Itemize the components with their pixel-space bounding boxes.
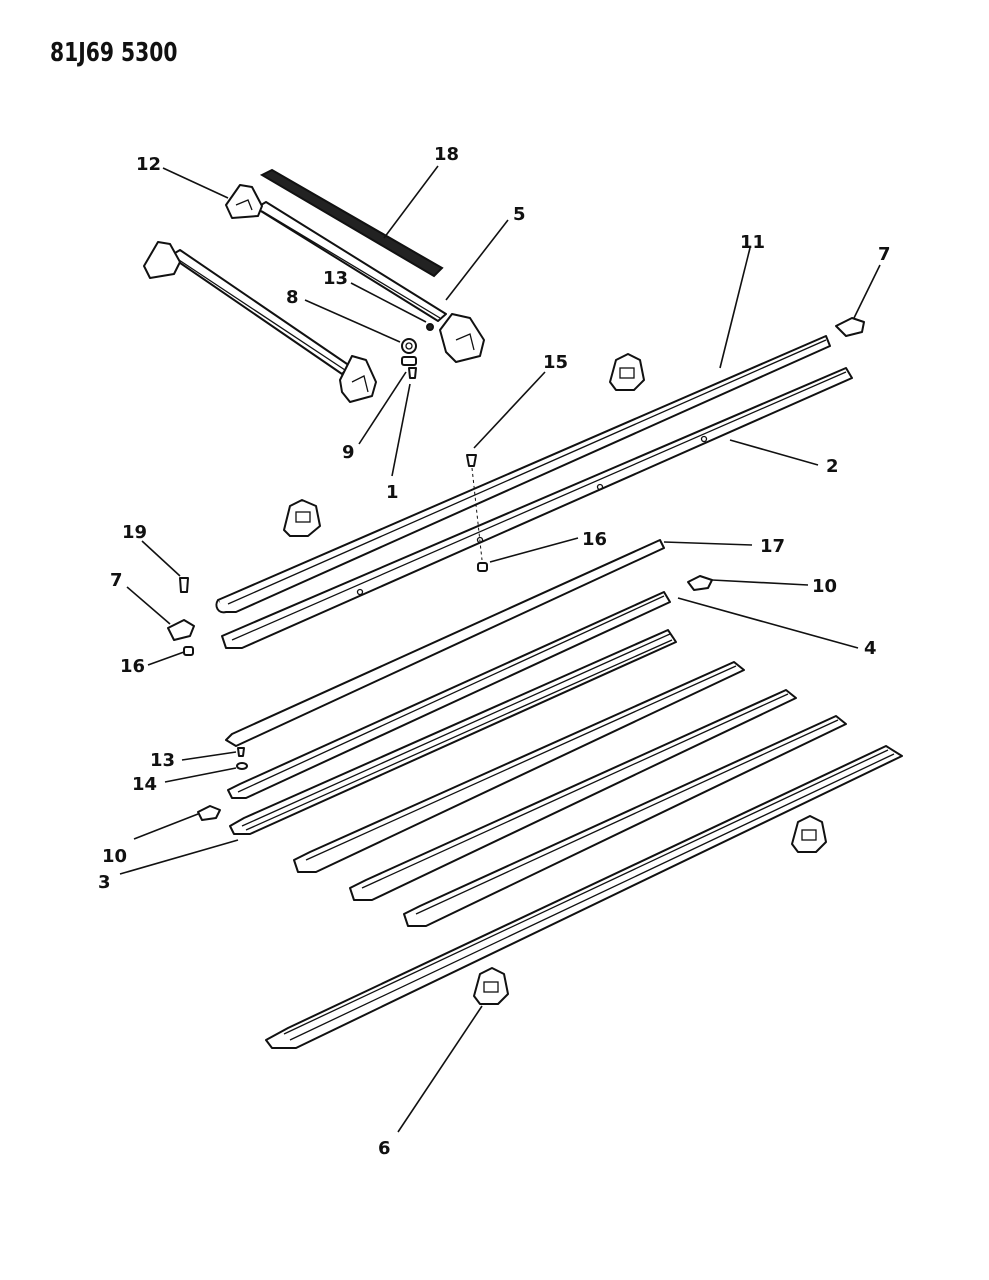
rail-support-upper-left <box>283 499 321 537</box>
crossbar-end-support-right <box>439 313 485 363</box>
drawing-id: 81J69 5300 <box>50 38 178 68</box>
callout-16-center: 16 <box>582 529 607 550</box>
part-8-star-washer <box>401 338 417 354</box>
leader-lines <box>119 165 881 1133</box>
part-1-bolt <box>408 367 417 379</box>
callout-16-left: 16 <box>120 656 145 677</box>
bottom-rail <box>265 745 903 1049</box>
part-10-clip-right <box>687 575 713 591</box>
callout-12: 12 <box>136 154 161 175</box>
part-18-strip <box>259 168 444 278</box>
callout-8: 8 <box>286 287 299 308</box>
rail-support-upper-right <box>609 353 645 391</box>
molding-1 <box>293 661 745 873</box>
callout-numbers: 12 18 5 13 8 9 1 11 7 15 2 16 17 10 4 19… <box>98 144 891 1159</box>
part-13-screw-top <box>426 323 434 331</box>
part-15-screw <box>466 454 477 467</box>
callout-18: 18 <box>434 144 459 165</box>
callout-9: 9 <box>342 442 355 463</box>
molding-2 <box>349 689 797 901</box>
callout-15: 15 <box>543 352 568 373</box>
rail-support-lower-right <box>791 815 827 853</box>
part-19-screw-left <box>179 577 189 593</box>
callout-2: 2 <box>826 456 839 477</box>
callout-11: 11 <box>740 232 765 253</box>
part-9-clip <box>401 356 417 366</box>
part-13-screw-lower <box>237 747 245 757</box>
part-5-crossbar <box>255 201 447 322</box>
part-7-end-cap-left <box>167 619 195 641</box>
part-16-nut-center <box>477 562 488 572</box>
part-2-side-rail <box>221 367 853 649</box>
part-11-side-rail <box>215 335 831 614</box>
crossbar-lower-support-right <box>339 355 377 403</box>
crossbar-lower-support-left <box>143 241 181 279</box>
callout-19: 19 <box>122 522 147 543</box>
callout-10-left: 10 <box>102 846 127 867</box>
part-12-end-support <box>225 184 263 219</box>
callout-13-lower: 13 <box>150 750 175 771</box>
callout-14: 14 <box>132 774 157 795</box>
callout-5: 5 <box>513 204 526 225</box>
part-3-channel <box>229 629 677 835</box>
callout-1: 1 <box>386 482 399 503</box>
callout-6: 6 <box>378 1138 391 1159</box>
molding-3 <box>403 715 847 927</box>
callout-13-top: 13 <box>323 268 348 289</box>
part-6-rail-support <box>473 967 509 1005</box>
part-4-channel <box>227 591 671 799</box>
part-16-nut-left <box>183 646 194 656</box>
part-14-washer <box>236 762 248 770</box>
callout-7-left: 7 <box>110 570 123 591</box>
part-7-end-cap-right <box>835 317 865 337</box>
callout-17: 17 <box>760 536 785 557</box>
callout-4: 4 <box>864 638 877 659</box>
part-10-clip-left <box>197 805 221 821</box>
callout-10-right: 10 <box>812 576 837 597</box>
callout-3: 3 <box>98 872 111 893</box>
callout-7-right: 7 <box>878 244 891 265</box>
part-17-rod <box>225 539 665 747</box>
